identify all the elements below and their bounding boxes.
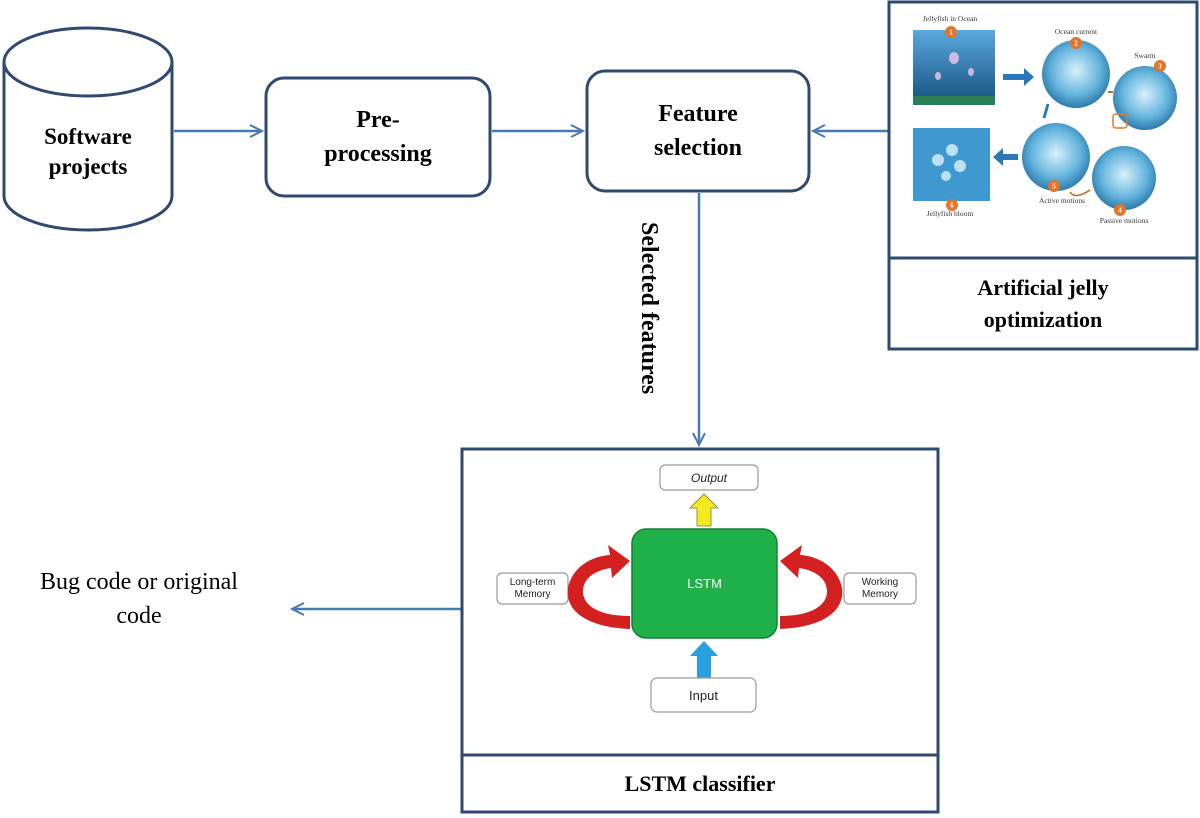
jelly-illustration: 1 2 3 4 5 6 Jellyfish in Ocean Ocean cur…: [913, 14, 1177, 225]
lstm-input-label: Input: [689, 687, 718, 703]
software-projects-line2: projects: [48, 154, 128, 179]
label-swarm: Swarm: [1134, 51, 1155, 60]
lstm-output-label: Output: [690, 470, 728, 485]
label-jellyfish-in-ocean: Jellyfish in Ocean: [923, 14, 977, 23]
passive-motions-image: [1092, 146, 1156, 210]
preprocessing-line2: processing: [324, 141, 432, 167]
software-projects-cylinder: [2, 26, 174, 232]
result-line2: code: [116, 603, 162, 629]
yellow-up-arrow: [688, 493, 720, 527]
ocean-current-image: [1042, 40, 1110, 108]
long-term-line1: Long-term: [509, 576, 556, 588]
step-6: 6: [950, 202, 954, 210]
label-jellyfish-bloom: Jellyfish bloom: [927, 209, 974, 218]
feature-selection-label: Feature selection: [587, 73, 809, 189]
software-projects-line1: Software: [44, 124, 132, 149]
software-projects-label: Software projects: [4, 112, 172, 192]
active-motions-image: [1022, 123, 1090, 191]
label-passive-motions: Passive motions: [1100, 216, 1149, 225]
jelly-caption: Artificial jelly optimization: [891, 262, 1195, 346]
preprocessing-box: [264, 76, 492, 198]
step-3: 3: [1158, 63, 1162, 71]
step-2: 2: [1074, 40, 1078, 48]
selected-features-label: Selected features: [636, 222, 662, 395]
result-line1: Bug code or original: [40, 569, 238, 595]
result-label: Bug code or original code: [14, 560, 264, 638]
working-memory-label: Working Memory: [844, 573, 916, 604]
feature-selection-box: [585, 69, 811, 193]
input-box: [650, 677, 757, 713]
jellyfish-ocean-image: [913, 30, 995, 105]
long-term-memory-label: Long-term Memory: [497, 573, 568, 604]
left-red-loop-arrow: [567, 545, 630, 629]
feature-selection-line2: selection: [654, 135, 742, 161]
lstm-caption: LSTM classifier: [624, 771, 776, 796]
step-badges: [945, 26, 1166, 216]
long-term-line2: Memory: [514, 588, 551, 600]
label-ocean-current: Ocean current: [1055, 27, 1098, 36]
preprocessing-line1: Pre-: [356, 107, 400, 133]
right-red-loop-arrow: [780, 545, 843, 629]
working-line1: Working: [861, 576, 899, 588]
swarm-image: [1113, 66, 1177, 130]
lstm-core: [631, 528, 778, 639]
jelly-caption-line1: Artificial jelly: [977, 275, 1109, 300]
label-active-motions: Active motions: [1039, 196, 1085, 205]
working-memory-box: [843, 572, 917, 605]
blue-up-arrow: [690, 641, 718, 680]
output-box: [659, 464, 759, 491]
step-5: 5: [1052, 183, 1056, 191]
jelly-caption-line2: optimization: [983, 307, 1103, 332]
step-4: 4: [1118, 207, 1122, 215]
working-line2: Memory: [861, 588, 899, 600]
lstm-core-label: LSTM: [687, 576, 722, 591]
preprocessing-label: Pre- processing: [266, 80, 490, 194]
jellyfish-bloom-image: [913, 128, 990, 201]
step-1: 1: [949, 29, 953, 37]
feature-selection-line1: Feature: [658, 101, 738, 127]
